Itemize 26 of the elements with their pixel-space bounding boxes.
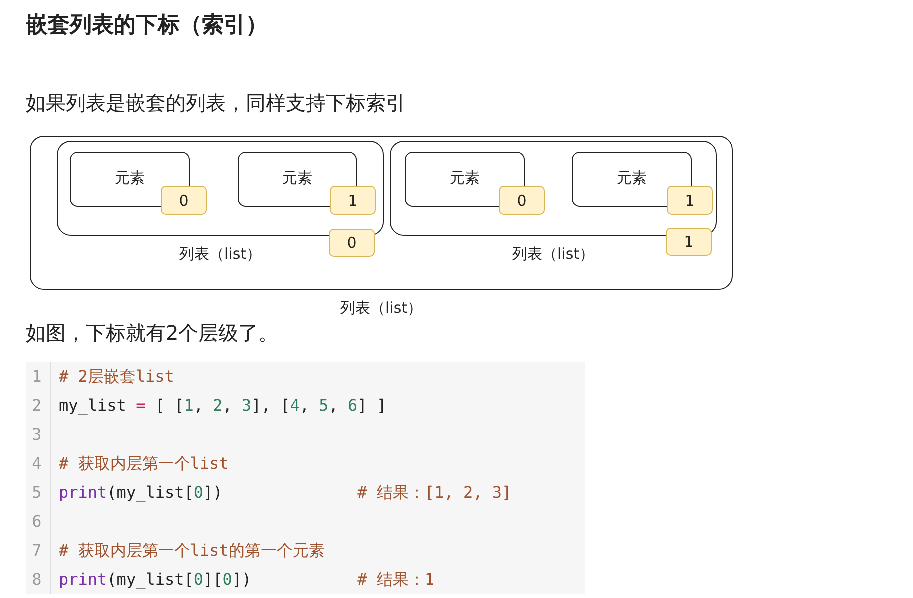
- line-number: 2: [31, 396, 43, 415]
- code-line: # 获取内层第一个list: [59, 454, 229, 475]
- code-line: # 2层嵌套list: [59, 367, 174, 388]
- paragraph: 如果列表是嵌套的列表，同样支持下标索引: [26, 90, 406, 117]
- index-badge: 1: [667, 186, 713, 215]
- index-badge: 0: [329, 229, 375, 257]
- code-line: my_list = [ [1, 2, 3], [4, 5, 6] ]: [59, 396, 387, 415]
- code-line: # 获取内层第一个list的第一个元素: [59, 541, 325, 562]
- list-caption: 列表（list）: [339, 299, 424, 318]
- page-title: 嵌套列表的下标（索引）: [26, 12, 268, 40]
- line-number: 3: [31, 425, 43, 444]
- code-line: print(my_list[0]) # 结果：[1, 2, 3]: [59, 483, 512, 504]
- index-badge: 0: [499, 186, 545, 215]
- list-caption: 列表（list）: [511, 245, 596, 264]
- index-badge: 0: [161, 186, 207, 215]
- paragraph: 如图，下标就有2个层级了。: [26, 320, 279, 347]
- line-number: 7: [31, 541, 43, 560]
- code-line: print(my_list[0][0]) # 结果：1: [59, 570, 435, 591]
- index-badge: 1: [666, 228, 712, 256]
- list-caption: 列表（list）: [178, 245, 263, 264]
- line-number: 1: [31, 367, 43, 386]
- line-number: 5: [31, 483, 43, 502]
- line-number: 8: [31, 570, 43, 589]
- line-number: 4: [31, 454, 43, 473]
- index-badge: 1: [330, 186, 376, 215]
- line-number: 6: [31, 512, 43, 531]
